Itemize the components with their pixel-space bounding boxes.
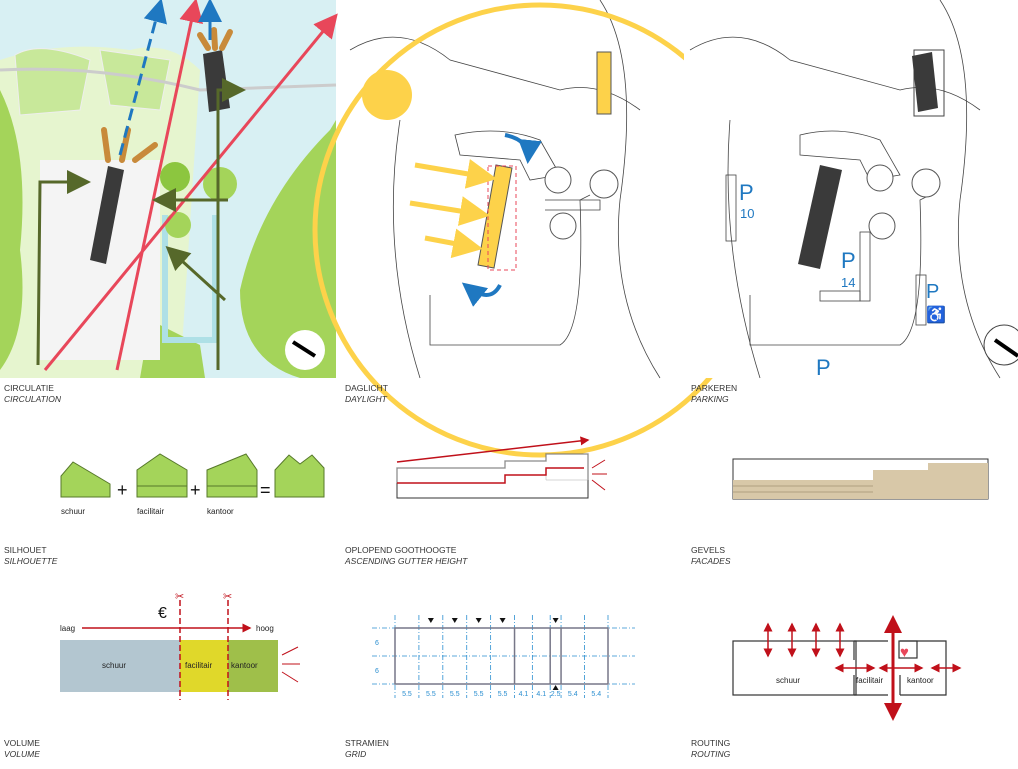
entrance-marker-icon (499, 618, 506, 623)
volume-diagram: ✂ ✂ (60, 591, 300, 700)
grid-span-label: 5.5 (474, 691, 484, 698)
plus-operator: + (190, 480, 201, 500)
tree-icon (165, 212, 191, 238)
wheelchair-icon: ♿ (926, 305, 946, 324)
scissors-icon: ✂ (175, 591, 184, 603)
panel-title: ROUTING (691, 738, 730, 748)
entrance-marker-icon (475, 618, 482, 623)
facades-diagram (732, 458, 989, 500)
grid-span-label: 5.5 (450, 691, 460, 698)
grid-span-label: 6 (375, 640, 379, 647)
plus-operator: + (117, 480, 128, 500)
low-label: laag (60, 624, 75, 633)
part-label: schuur (102, 661, 126, 670)
parking-icon: P (739, 180, 754, 205)
parking-icon: P (816, 355, 831, 380)
part-label: facilitair (185, 661, 212, 670)
heart-icon: ♥ (900, 644, 909, 661)
parking-map: P 10 P 14 P ♿ P (684, 0, 1018, 380)
tree-icon (549, 212, 577, 240)
grid-span-label: 5.5 (402, 691, 412, 698)
part-label: schuur (61, 507, 85, 516)
panel-subtitle: GRID (345, 749, 366, 759)
grid-span-label: 4.1 (519, 691, 529, 698)
parking-icon: P (841, 248, 856, 273)
tree-icon (160, 162, 190, 192)
grid-span-label: 2.5 (551, 691, 561, 698)
part-label: kantoor (231, 661, 258, 670)
panel-title: PARKEREN (691, 383, 737, 393)
tree-icon (203, 167, 237, 201)
panel-subtitle: SILHOUETTE (4, 556, 58, 566)
parking-count: 14 (841, 275, 855, 290)
silhouette-diagram (60, 453, 325, 498)
gutter-height-diagram (396, 436, 607, 499)
high-label: hoog (256, 624, 274, 633)
part-label: schuur (776, 676, 800, 685)
grid-span-label: 5.5 (426, 691, 436, 698)
panel-title: VOLUME (4, 738, 40, 748)
tree-icon (589, 169, 619, 199)
euro-icon: € (158, 605, 167, 622)
grid-span-label: 5.4 (568, 691, 578, 698)
grid-span-label: 5.5 (498, 691, 508, 698)
building-footprint (90, 166, 124, 264)
equals-operator: = (260, 480, 271, 500)
circulation-map (0, 0, 338, 379)
parking-icon: P (926, 281, 939, 303)
panel-title: DAGLICHT (345, 383, 388, 393)
panel-title: OPLOPEND GOOTHOOGTE (345, 545, 457, 555)
sun-icon (362, 70, 412, 120)
part-label: kantoor (907, 676, 934, 685)
grid-span-label: 4.1 (536, 691, 546, 698)
part-label: facilitair (856, 676, 883, 685)
routing-arrows (763, 615, 962, 721)
grid-span-label: 6 (375, 668, 379, 675)
grid-span-label: 5.4 (591, 691, 601, 698)
part-label: kantoor (207, 507, 234, 516)
structural-grid-diagram: 5.5 5.5 5.5 5.5 5.5 4.1 4.1 2.5 5.4 5.4 6 6 (372, 615, 635, 698)
panel-subtitle: ROUTING (691, 749, 731, 759)
panel-title: STRAMIEN (345, 738, 389, 748)
panel-title: CIRCULATIE (4, 383, 54, 393)
parking-count: 10 (740, 206, 754, 221)
panel-subtitle: CIRCULATION (4, 394, 62, 404)
panel-subtitle: PARKING (691, 394, 729, 404)
panel-title: SILHOUET (4, 545, 47, 555)
scissors-icon: ✂ (223, 591, 232, 603)
entrance-marker-icon (552, 618, 559, 623)
panel-subtitle: FACADES (691, 556, 731, 566)
panel-subtitle: VOLUME (4, 749, 40, 759)
panel-subtitle: ASCENDING GUTTER HEIGHT (344, 556, 468, 566)
tree-icon (544, 166, 572, 194)
panel-title: GEVELS (691, 545, 725, 555)
entrance-marker-icon (451, 618, 458, 623)
entrance-marker-icon (427, 618, 434, 623)
entrance-marker-icon (552, 685, 559, 690)
part-label: facilitair (137, 507, 164, 516)
panel-subtitle: DAYLIGHT (345, 394, 388, 404)
